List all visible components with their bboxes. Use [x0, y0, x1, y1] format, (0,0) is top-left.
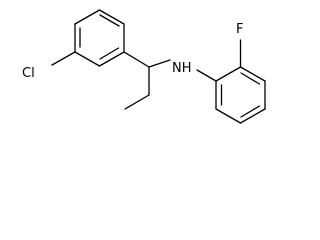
nh-label: NH	[172, 61, 192, 76]
bond	[215, 108, 242, 124]
bond	[239, 108, 266, 124]
bond	[98, 9, 125, 25]
bond	[215, 66, 242, 82]
double-bond-inner	[99, 47, 120, 60]
bond-c-cl	[51, 51, 76, 66]
bond-ring-ch	[123, 51, 150, 68]
bond	[239, 66, 266, 82]
bond-n-ring	[196, 69, 217, 82]
double-bond-inner	[240, 72, 261, 85]
fluorophenyl-ring	[215, 66, 266, 124]
bond	[74, 9, 101, 25]
chlorophenyl-ring	[74, 9, 125, 67]
bond-ch-n	[148, 59, 171, 68]
molecule-diagram: Cl NH F	[22, 9, 266, 124]
fluorine-label: F	[236, 22, 243, 37]
double-bond-inner	[240, 105, 261, 118]
double-bond-inner	[99, 14, 120, 27]
bond	[74, 51, 101, 67]
bond	[98, 51, 125, 67]
structure-drawing: Cl NH F	[22, 9, 266, 124]
chlorine-label: Cl	[22, 66, 35, 81]
bond-ch2-ch3	[124, 94, 150, 110]
